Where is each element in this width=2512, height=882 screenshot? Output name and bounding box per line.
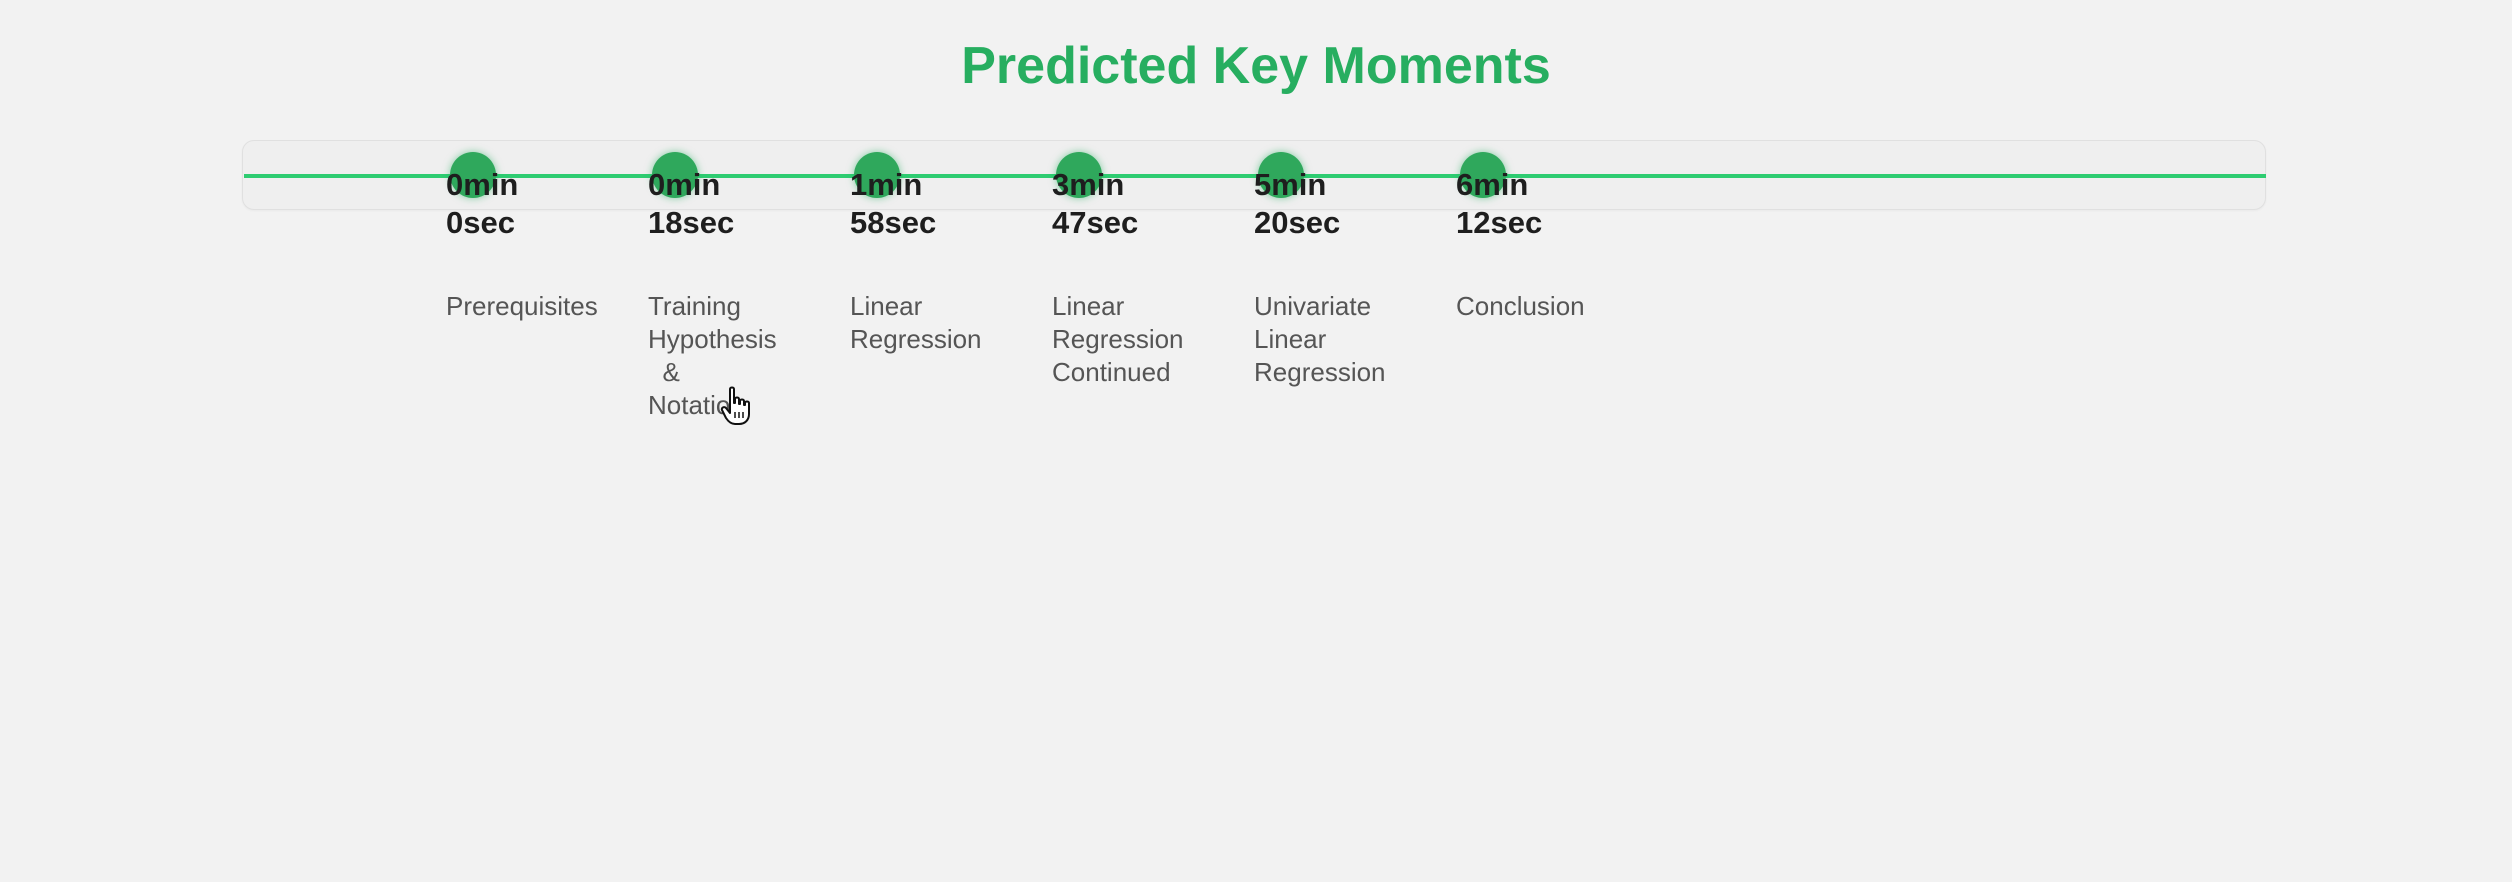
moment-time: 0min 0sec <box>446 152 646 242</box>
moment-label: Conclusion <box>1456 291 1585 321</box>
moment-time: 3min 47sec <box>1052 152 1252 242</box>
timeline-marker[interactable] <box>854 152 900 198</box>
moment-seconds: 47sec <box>1052 205 1139 240</box>
key-moment-training-hypothesis[interactable]: 0min 18sec Training Hypothesis & Notatio… <box>648 152 848 422</box>
moment-seconds: 12sec <box>1456 205 1543 240</box>
moment-minutes: 3min <box>1052 167 1125 202</box>
moment-time: 6min 12sec <box>1456 152 1656 242</box>
moment-seconds: 0sec <box>446 205 515 240</box>
moment-minutes: 1min <box>850 167 923 202</box>
timeline-marker[interactable] <box>652 152 698 198</box>
key-moment-prerequisites[interactable]: 0min 0sec Prerequisites <box>446 152 646 323</box>
moment-label: Linear Regression <box>850 291 982 354</box>
key-moment-conclusion[interactable]: 6min 12sec Conclusion <box>1456 152 1656 323</box>
timeline-marker[interactable] <box>450 152 496 198</box>
moment-time: 1min 58sec <box>850 152 1050 242</box>
moment-seconds: 20sec <box>1254 205 1341 240</box>
timeline-marker[interactable] <box>1460 152 1506 198</box>
moment-seconds: 18sec <box>648 205 735 240</box>
timeline-marker[interactable] <box>1056 152 1102 198</box>
key-moment-univariate-linear-regression[interactable]: 5min 20sec Univariate Linear Regression <box>1254 152 1454 389</box>
key-moment-linear-regression-continued[interactable]: 3min 47sec Linear Regression Continued <box>1052 152 1252 389</box>
moment-minutes: 5min <box>1254 167 1327 202</box>
key-moment-linear-regression[interactable]: 1min 58sec Linear Regression <box>850 152 1050 356</box>
page-title: Predicted Key Moments <box>961 37 1551 95</box>
moment-minutes: 0min <box>446 167 519 202</box>
moment-seconds: 58sec <box>850 205 937 240</box>
timeline-line <box>244 174 2266 178</box>
moment-minutes: 0min <box>648 167 721 202</box>
timeline-marker[interactable] <box>1258 152 1304 198</box>
moment-time: 0min 18sec <box>648 152 848 242</box>
moment-label: Training Hypothesis & Notation <box>648 291 777 420</box>
moment-label: Univariate Linear Regression <box>1254 291 1386 387</box>
moment-minutes: 6min <box>1456 167 1529 202</box>
hand-pointer-icon <box>720 386 750 425</box>
moment-label: Linear Regression Continued <box>1052 291 1184 387</box>
moment-time: 5min 20sec <box>1254 152 1454 242</box>
moment-label: Prerequisites <box>446 291 598 321</box>
